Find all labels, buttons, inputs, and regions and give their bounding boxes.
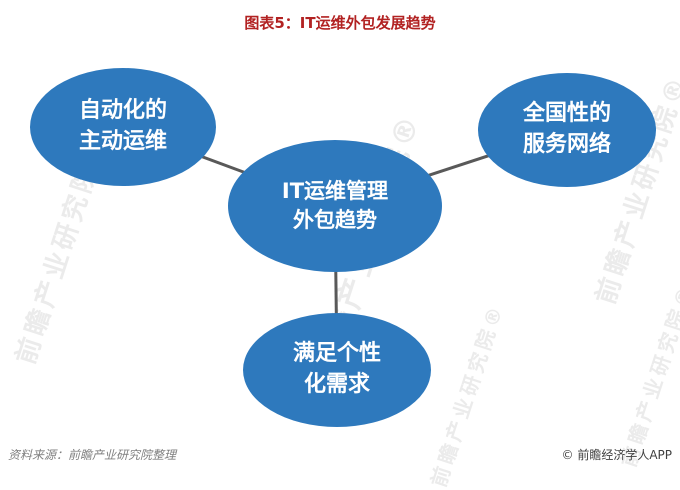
source-note: 资料来源：前瞻产业研究院整理 [8, 448, 177, 462]
node-label: IT运维管理 外包趋势 [281, 178, 389, 232]
chart-title: 图表5：IT运维外包发展趋势 [244, 14, 436, 32]
node-automated-proactive-ops: 自动化的 主动运维 [30, 68, 216, 186]
node-center-it-ops-outsourcing-trend: IT运维管理 外包趋势 [228, 140, 442, 272]
node-label: 全国性的 服务网络 [522, 101, 611, 157]
node-label: 自动化的 主动运维 [78, 98, 167, 154]
node-personalized-needs: 满足个性 化需求 [243, 313, 431, 427]
node-nationwide-service-network: 全国性的 服务网络 [478, 73, 656, 187]
copyright-note: © 前瞻经济学人APP [561, 448, 673, 462]
node-label: 满足个性 化需求 [292, 341, 381, 397]
